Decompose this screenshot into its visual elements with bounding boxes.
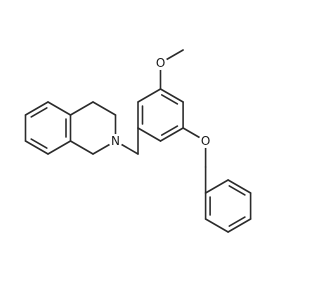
methoxy-methyl-bond <box>165 49 184 61</box>
saturated-ring-bond <box>69 101 94 116</box>
anisole-ring-bond <box>159 88 184 103</box>
anisole-ring-bond <box>137 127 162 142</box>
anisole-ring-bond <box>159 127 184 142</box>
saturated-ring-bond <box>92 101 117 116</box>
benzyloxy-oxygen-label: O <box>201 134 210 148</box>
phenyl-ring-double-bond <box>228 216 246 227</box>
isoquinoline-benzo-ring-bond <box>24 140 49 155</box>
phenyl-ring-bond <box>204 179 229 194</box>
methoxy-oxygen-label: O <box>156 56 165 70</box>
isoquinoline-benzo-ring-bond <box>47 101 72 116</box>
nitrogen-atom-label-background <box>108 134 123 148</box>
saturated-ring-bond <box>69 140 94 155</box>
anisole-ring-bond <box>137 88 162 103</box>
methoxy-oxygen-label-background <box>153 56 168 70</box>
isoquinoline-benzo-ring-double-bond <box>30 138 48 149</box>
phenyl-ring-bond <box>227 218 252 233</box>
aryl-oxygen-bond <box>182 127 201 139</box>
isoquinoline-benzo-ring-bond <box>24 101 49 116</box>
saturated-ring-bond <box>92 143 111 155</box>
anisole-ring-double-bond <box>161 94 179 105</box>
n-methylene-bond <box>120 143 139 155</box>
phenyl-ring-bond <box>227 179 252 194</box>
isoquinoline-benzo-ring-bond <box>47 140 72 155</box>
chemical-structure-diagram: N O O <box>24 49 252 233</box>
phenyl-ring-bond <box>204 218 229 233</box>
phenyl-ring-double-bond <box>228 185 246 196</box>
anisole-ring-double-bond <box>161 125 179 136</box>
benzyloxy-oxygen-label-background <box>198 134 213 148</box>
isoquinoline-benzo-ring-double-bond <box>30 107 48 118</box>
nitrogen-atom-label: N <box>111 134 120 148</box>
